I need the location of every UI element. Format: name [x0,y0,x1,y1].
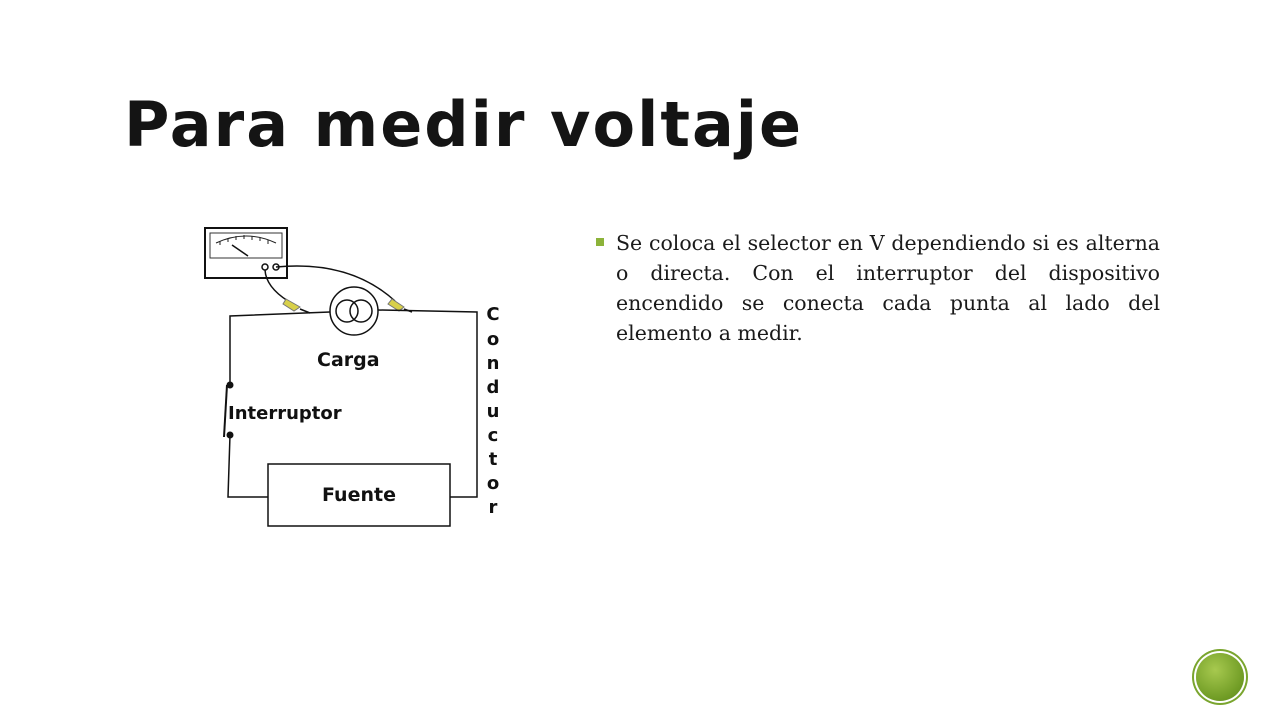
voltage-circuit-diagram: Carga Interruptor Fuente C o n d u c t o… [204,227,500,527]
conductor-letter: d [487,377,500,398]
conductor-letter: o [487,329,499,350]
conductor-letter: C [486,304,499,325]
conductor-letter: t [489,449,498,470]
probe-tip-icon [282,298,311,314]
bullet-square-icon [596,238,604,246]
green-circle-badge-icon[interactable] [1196,653,1244,701]
conductor-letter: o [487,473,499,494]
probe-leads [264,265,396,302]
conductor-letter: c [488,425,499,446]
switch-label: Interruptor [228,403,342,424]
conductor-letter: r [489,497,498,518]
source-box [267,463,451,527]
load-label: Carga [317,349,380,371]
load-symbol-icon [329,286,379,336]
slide-title: Para medir voltaje [124,88,804,161]
conductor-label: C o n d u c t o r [486,304,499,518]
voltmeter-icon [204,227,288,279]
conductor-letter: u [487,401,500,422]
source-label: Fuente [322,484,396,506]
circuit-wires [227,309,478,498]
bullet-item: Se coloca el selector en V dependiendo s… [596,228,1160,348]
conductor-letter: n [487,353,500,374]
switch-icon [223,381,234,439]
bullet-text: Se coloca el selector en V dependiendo s… [616,231,1160,345]
bullet-list: Se coloca el selector en V dependiendo s… [596,228,1160,348]
